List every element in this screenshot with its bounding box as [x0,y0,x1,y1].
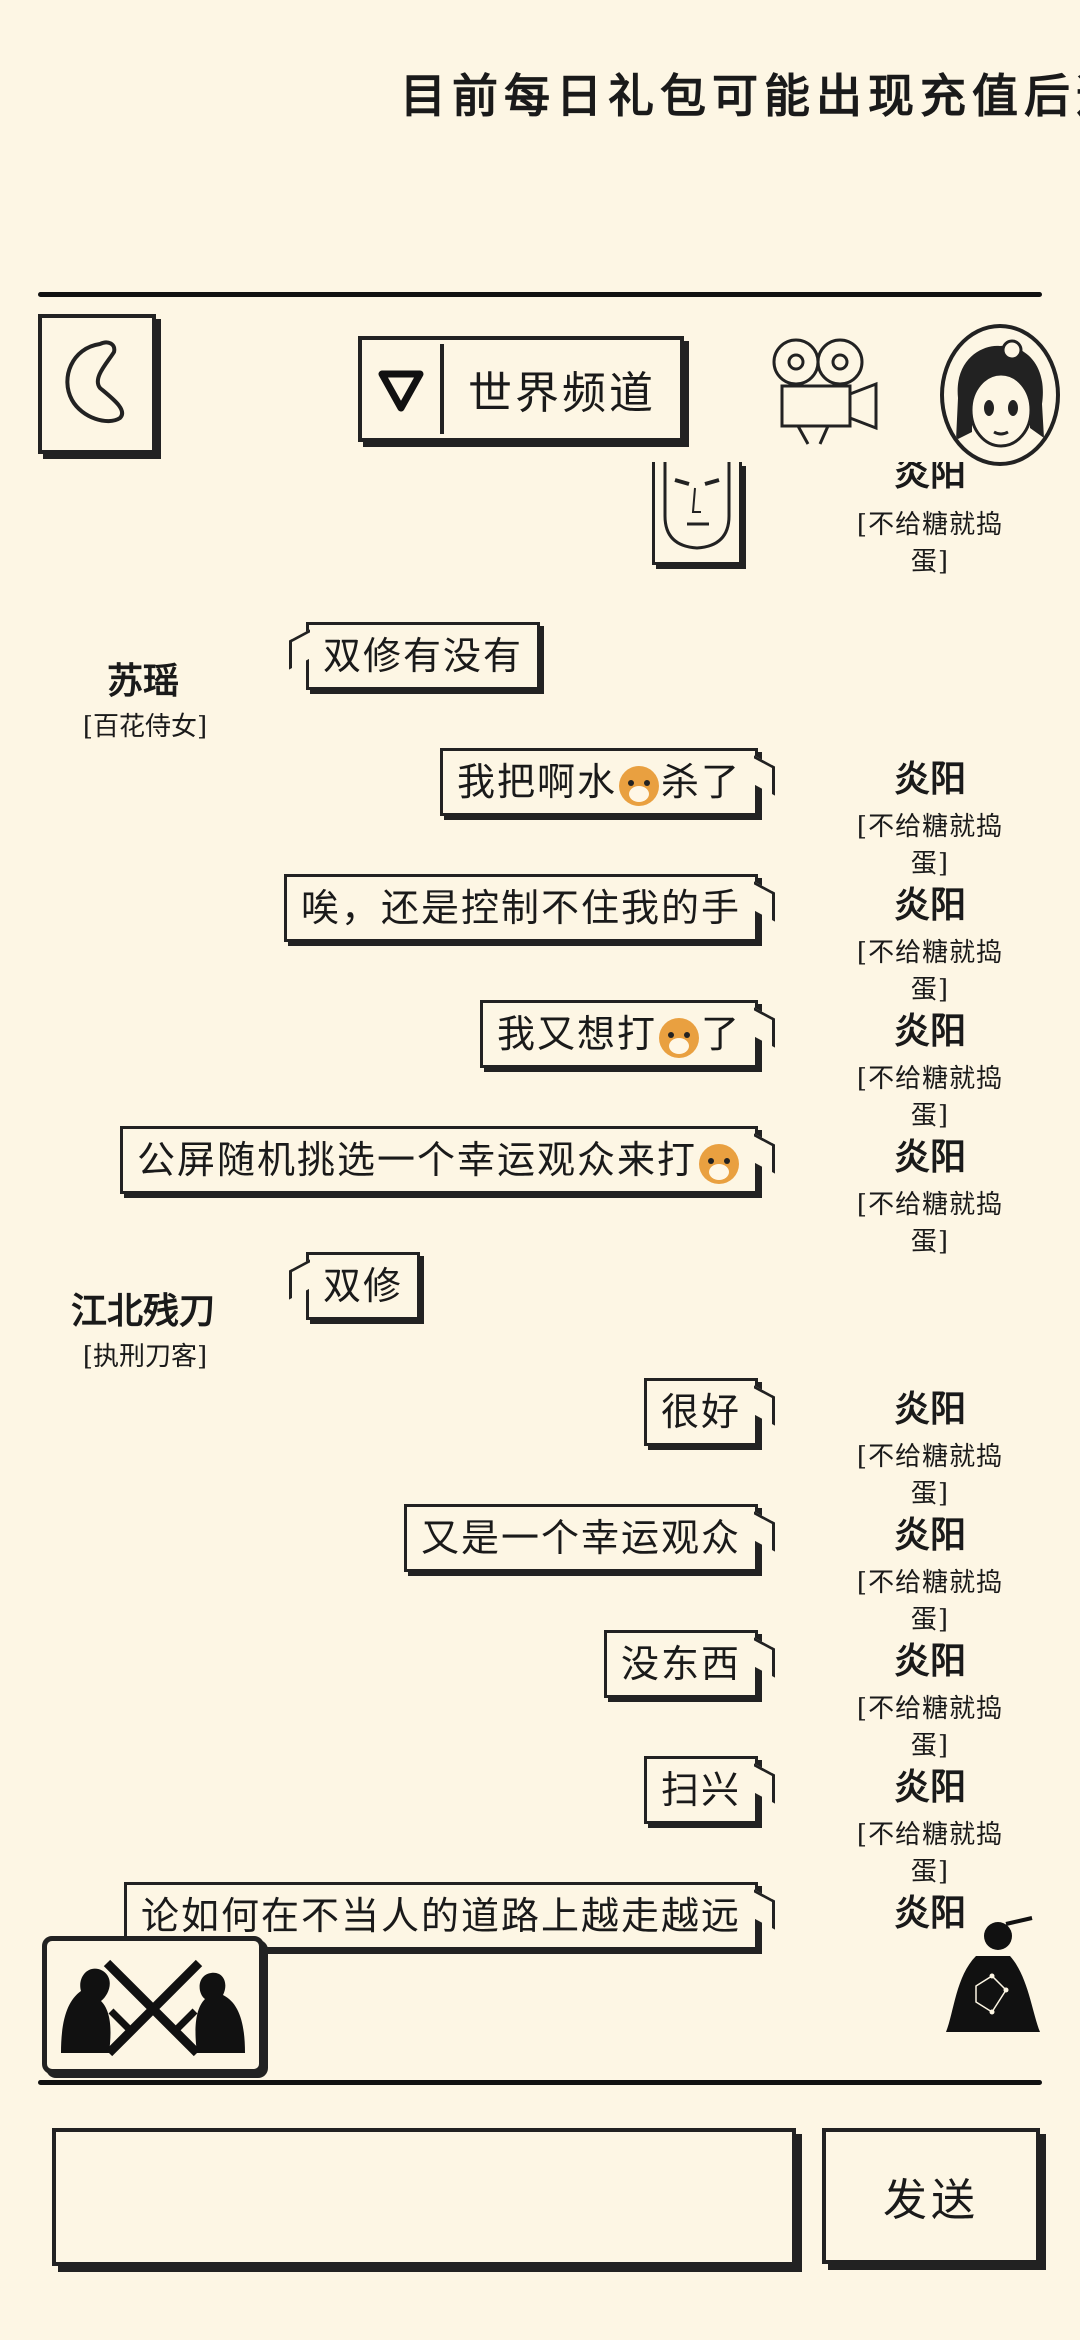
message-bubble[interactable]: 没东西 [603,1630,758,1698]
sender-title: [不给糖就捣蛋] [856,1064,1004,1131]
message-text: 公屏随机挑选一个幸运观众来打 [136,1138,697,1182]
channel-label: 世界频道 [468,368,656,419]
message-bubble[interactable]: 公屏随机挑选一个幸运观众来打 [119,1126,758,1194]
sender-title: [不给糖就捣蛋] [856,1568,1004,1635]
chat-message: 扫兴 炎阳 [不给糖就捣蛋] [0,1756,1080,1887]
dropdown-toggle[interactable] [362,344,444,434]
chat-message: 公屏随机挑选一个幸运观众来打 炎阳 [不给糖就捣蛋] [0,1126,1080,1257]
sender-title: [不给糖就捣蛋] [856,938,1004,1005]
meditation-figure-icon[interactable] [936,1916,1046,2046]
sender-name[interactable]: 炎阳 [893,1640,966,1682]
sender-title: [不给糖就捣蛋] [856,1442,1004,1509]
message-bubble[interactable]: 双修 [306,1252,421,1320]
announcement-marquee: 目前每日礼包可能出现充值后道具不 [400,69,1080,123]
chat-message: 双修江北残刀 [执刑刀客] [0,1252,1080,1372]
message-text: 双修 [323,1264,404,1308]
sender-name[interactable]: 炎阳 [893,1514,966,1556]
chat-message: 又是一个幸运观众 炎阳 [不给糖就捣蛋] [0,1504,1080,1635]
chat-list[interactable]: 炎阳 [不给糖就捣蛋] 双修有没有苏瑶[百花侍女]我把啊水杀了炎阳[不给糖就捣蛋… [0,462,1080,1958]
sender-name[interactable]: 苏瑶 [106,660,179,702]
doge-emoji-icon [699,1143,739,1184]
message-text: 又是一个幸运观众 [420,1516,741,1560]
sender-name[interactable]: 江北残刀 [70,1290,215,1332]
message-bubble[interactable]: 双修有没有 [306,622,541,690]
doge-emoji-icon [658,1017,699,1058]
message-bubble[interactable]: 我又想打了 [479,1000,758,1068]
duel-swords-icon [61,1959,245,2057]
chat-message: 我又想打了 炎阳 [不给糖就捣蛋] [0,1000,1080,1131]
channel-selector[interactable]: 世界频道 [358,336,684,442]
film-camera-icon[interactable] [768,332,886,450]
bottom-divider [38,2080,1042,2085]
face-sticker-icon [663,462,731,550]
message-text-suffix: 了 [700,1012,741,1056]
sender-name[interactable]: 炎阳 [893,1010,966,1052]
message-bubble[interactable]: 扫兴 [643,1756,758,1824]
doge-emoji-icon [618,765,659,806]
message-text: 没东西 [620,1642,741,1686]
message-text: 唉，还是控制不住我的手 [300,886,741,930]
chat-message: 双修有没有苏瑶 [百花侍女] [0,622,1080,742]
sender-name[interactable]: 炎阳 [893,1388,966,1430]
chat-message: 很好 炎阳 [不给糖就捣蛋] [0,1378,1080,1509]
chat-input[interactable] [52,2128,796,2266]
user-avatar-button[interactable] [940,324,1060,466]
message-text-suffix: 杀了 [660,760,741,804]
sender-title: [不给糖就捣蛋] [856,510,1004,577]
triangle-down-icon [378,370,424,412]
sender-name[interactable]: 炎阳 [893,884,966,926]
send-button[interactable]: 发送 [822,2128,1040,2264]
message-bubble[interactable]: 又是一个幸运观众 [403,1504,758,1572]
message-text: 双修有没有 [323,634,524,678]
sender-title: [不给糖就捣蛋] [856,1820,1004,1887]
sender-name[interactable]: 炎阳 [893,758,966,800]
sender-title: [不给糖就捣蛋] [856,1694,1004,1761]
message-text: 论如何在不当人的道路上越走越远 [140,1894,741,1938]
message-bubble[interactable]: 我把啊水杀了 [439,748,758,816]
message-text: 我又想打 [496,1012,657,1056]
sender-name[interactable]: 炎阳 [893,1766,966,1808]
chat-message: 我把啊水杀了 炎阳 [不给糖就捣蛋] [0,748,1080,879]
message-text: 扫兴 [660,1768,741,1812]
chat-message: 唉，还是控制不住我的手 炎阳 [不给糖就捣蛋] [0,874,1080,1005]
sender-title: [执刑刀客] [82,1342,208,1372]
message-bubble[interactable]: 很好 [643,1378,758,1446]
sender-name[interactable]: 炎阳 [893,1892,966,1934]
sender-name[interactable]: 炎阳 [893,1136,966,1178]
sender-title: [百花侍女] [82,712,208,742]
message-text: 我把啊水 [456,760,617,804]
back-arrow-icon [65,340,124,424]
top-divider [38,292,1042,297]
sender-title: [不给糖就捣蛋] [856,812,1004,879]
chat-message: 没东西 炎阳 [不给糖就捣蛋] [0,1630,1080,1761]
message-text: 很好 [660,1390,741,1434]
girl-avatar-icon [956,339,1044,448]
sender-title: [不给糖就捣蛋] [856,1190,1004,1257]
back-button[interactable] [38,314,156,454]
sender-name[interactable]: 炎阳 [893,462,966,494]
sticker-image [652,462,742,565]
message-bubble[interactable]: 唉，还是控制不住我的手 [283,874,758,942]
pvp-duel-button[interactable] [42,1936,264,2074]
